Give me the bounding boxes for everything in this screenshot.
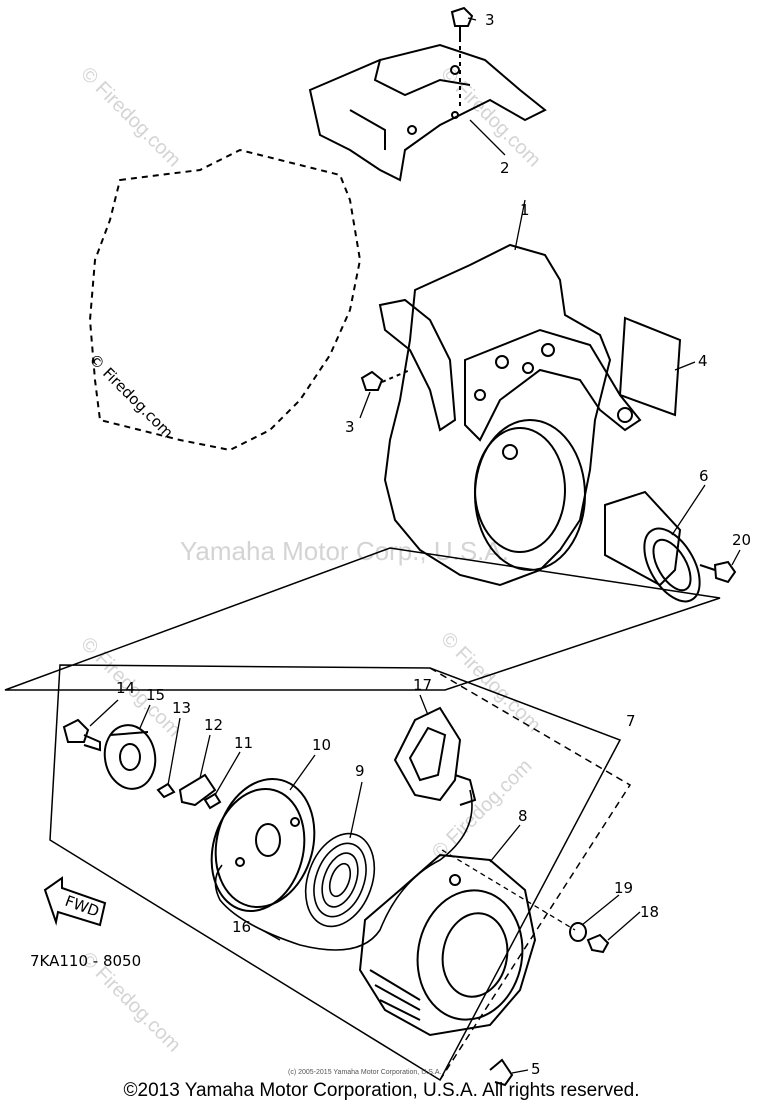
bolt-18 xyxy=(586,933,610,954)
watermark-firedog: © Firedog.com xyxy=(76,63,185,172)
callout-11: 11 xyxy=(234,734,253,752)
drive-plate xyxy=(103,724,157,790)
callout-16: 16 xyxy=(232,918,251,936)
callout-20: 20 xyxy=(732,531,751,549)
callout-10: 10 xyxy=(312,736,331,754)
starter-case xyxy=(358,853,537,1037)
frame-dashed xyxy=(429,667,632,1081)
reel xyxy=(210,777,316,913)
exploded-frame xyxy=(4,547,721,1082)
spiral-spring xyxy=(304,832,376,928)
callout-3-left: 3 xyxy=(345,418,355,436)
callout-13: 13 xyxy=(172,699,191,717)
callout-4: 4 xyxy=(698,352,708,370)
callout-14: 14 xyxy=(116,679,135,697)
fwd-arrow-icon: FWD xyxy=(43,876,107,927)
callout-6: 6 xyxy=(699,467,709,485)
pawl-12 xyxy=(178,773,217,807)
watermark-center: Yamaha Motor Corp., U.S.A. xyxy=(180,536,509,566)
starter-handle xyxy=(393,706,477,806)
watermarks: © Firedog.com © Firedog.com © Firedog.co… xyxy=(76,63,545,1057)
spring-13 xyxy=(156,782,176,799)
callouts: 3 2 1 4 3 6 20 14 15 13 12 11 10 9 17 7 … xyxy=(30,11,751,1078)
callout-17: 17 xyxy=(413,676,432,694)
fwd-label: FWD xyxy=(63,892,102,921)
crankcase-outline xyxy=(88,148,362,452)
callout-8: 8 xyxy=(518,807,528,825)
watermark-firedog: © Firedog.com xyxy=(436,628,545,737)
callout-7: 7 xyxy=(626,712,636,730)
starter-rope xyxy=(214,789,473,951)
callout-18: 18 xyxy=(640,903,659,921)
callout-12: 12 xyxy=(204,716,223,734)
pulley-cup xyxy=(604,490,701,603)
top-cover-bracket xyxy=(308,43,547,182)
callout-5: 5 xyxy=(531,1060,541,1078)
small-copyright: (c) 2005-2015 Yamaha Motor Corporation, … xyxy=(288,1069,441,1076)
leader-lines xyxy=(89,17,741,1074)
footer-copyright: ©2013 Yamaha Motor Corporation, U.S.A. A… xyxy=(123,1080,640,1101)
bolt-top xyxy=(450,6,474,110)
rope-clamp xyxy=(489,1058,514,1087)
fan-housing xyxy=(378,243,642,587)
callout-3-top: 3 xyxy=(485,11,495,29)
callout-2: 2 xyxy=(500,159,510,177)
callout-9: 9 xyxy=(355,762,365,780)
crankcase-watermark: © Firedog.com xyxy=(85,350,177,442)
callout-19: 19 xyxy=(614,879,633,897)
callout-15: 15 xyxy=(146,686,165,704)
diagram-code: 7KA110 - 8050 xyxy=(30,952,141,970)
bolt-20 xyxy=(699,560,737,584)
pawl-spring-11 xyxy=(203,792,222,810)
screw-14 xyxy=(62,718,101,752)
washer-19 xyxy=(569,922,587,942)
callout-1: 1 xyxy=(520,201,530,219)
gasket-plate xyxy=(618,316,682,417)
